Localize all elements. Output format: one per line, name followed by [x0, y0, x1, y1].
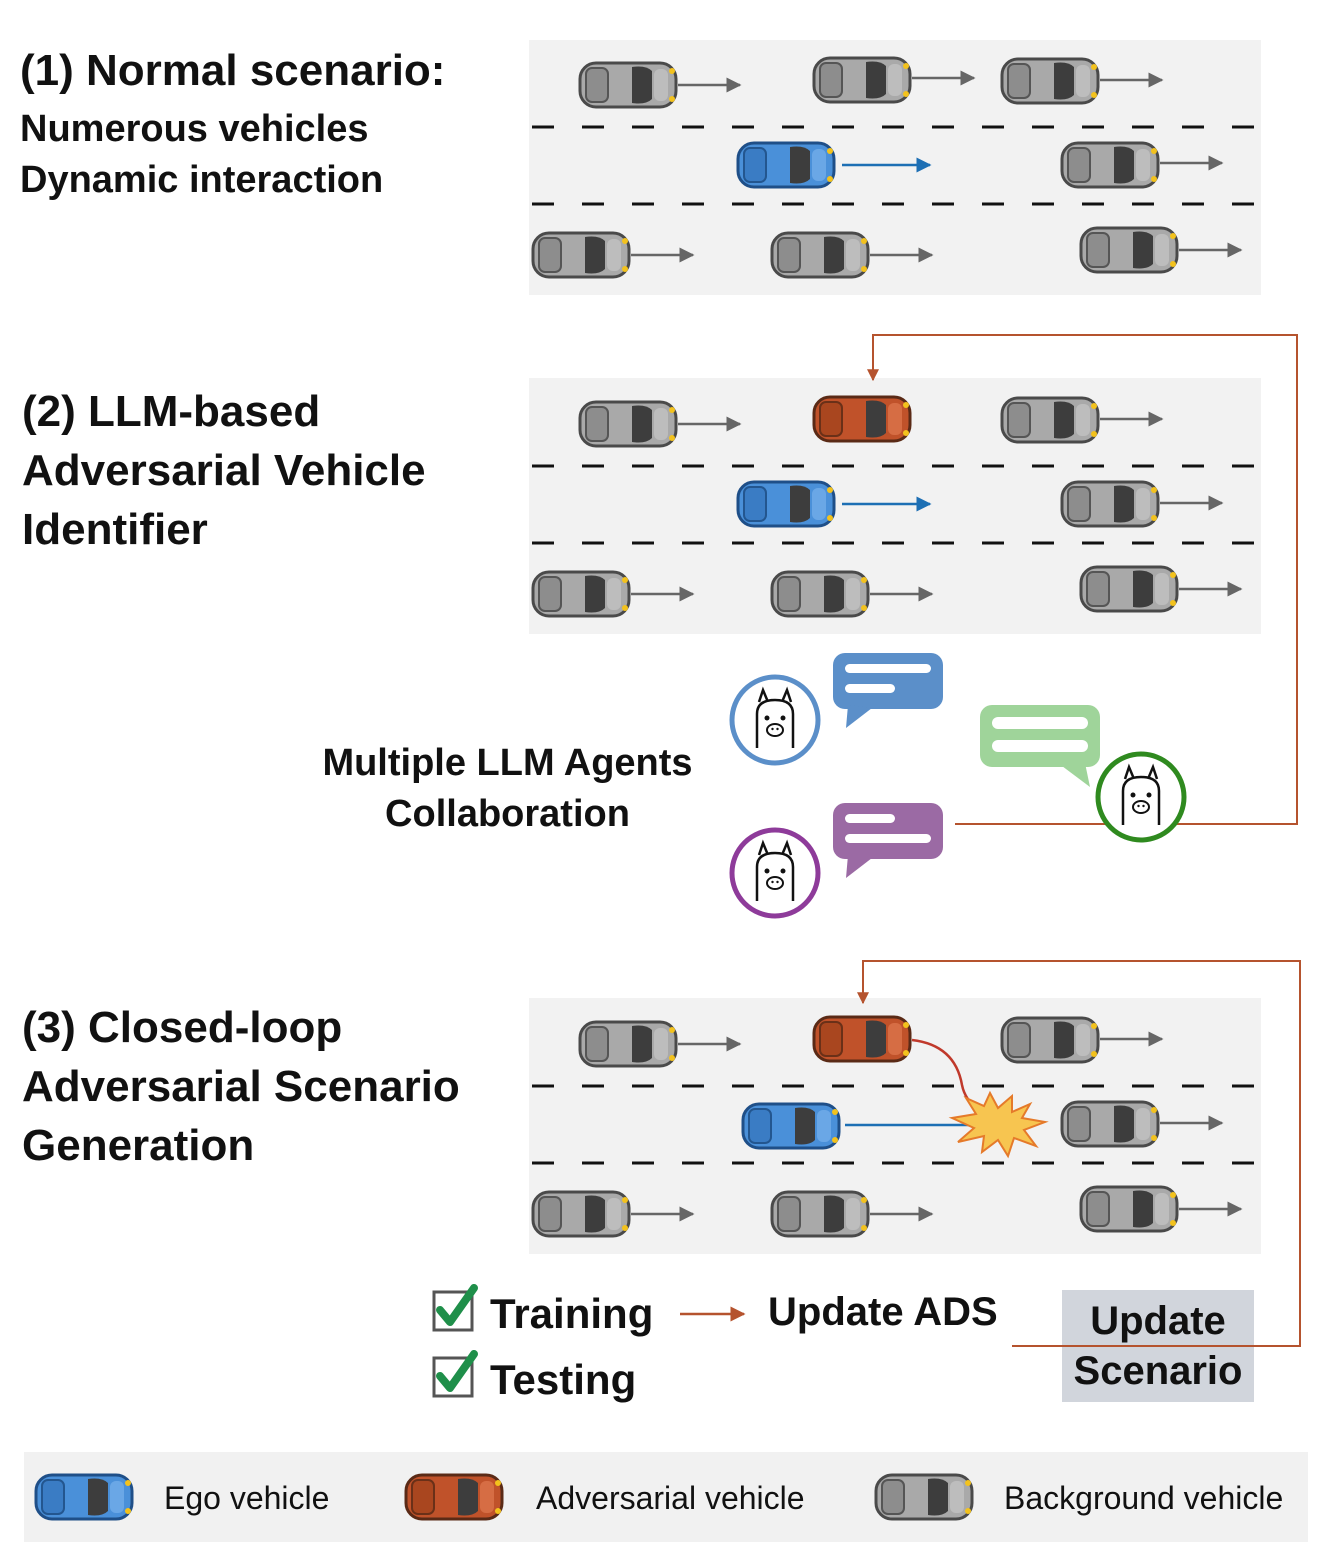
testing-check-icon [434, 1354, 474, 1396]
legend-adversarial-label: Adversarial vehicle [536, 1480, 805, 1516]
feedback-arrow-2 [867, 334, 1298, 825]
section1-title: (1) Normal scenario: [20, 46, 446, 95]
speech-bubble-green [980, 705, 1100, 787]
section2-line3: Identifier [22, 505, 208, 554]
testing-label: Testing [490, 1356, 637, 1403]
road-2 [529, 378, 1262, 634]
collision-burst-icon [948, 1090, 1049, 1159]
section2-title: (2) LLM-based Adversarial Vehicle Identi… [22, 382, 426, 559]
legend: Ego vehicle Adversarial vehicle Backgrou… [24, 1452, 1308, 1542]
legend-background-label: Background vehicle [1004, 1480, 1284, 1516]
speech-bubble-blue [833, 653, 943, 728]
update-scenario-line1: Update [1090, 1299, 1226, 1343]
section2-line2: Adversarial Vehicle [22, 446, 426, 495]
legend-ego-label: Ego vehicle [164, 1480, 330, 1516]
section1-line2: Dynamic interaction [20, 159, 384, 201]
speech-bubble-purple [833, 803, 943, 878]
agents-label: Multiple LLM Agents Collaboration [300, 738, 715, 840]
section3-title: (3) Closed-loop Adversarial Scenario Gen… [22, 998, 460, 1175]
agents-line1: Multiple LLM Agents [322, 742, 693, 784]
section3-line2: Adversarial Scenario [22, 1062, 460, 1111]
agents-line2: Collaboration [385, 793, 630, 835]
training-check-icon [434, 1288, 474, 1330]
section3-line3: Generation [22, 1121, 255, 1170]
update-ads-label: Update ADS [768, 1290, 998, 1334]
legend-adversarial-icon [404, 1473, 504, 1521]
update-scenario-line2: Scenario [1073, 1349, 1243, 1393]
road-3 [529, 998, 1262, 1254]
road-1 [529, 40, 1262, 295]
agent-purple [729, 827, 821, 919]
section1-line1: Numerous vehicles [20, 108, 369, 150]
section2-line1: (2) LLM-based [22, 387, 321, 436]
feedback-arrow-3 [857, 960, 1301, 1347]
agent-green [1095, 751, 1187, 843]
legend-ego-icon [34, 1473, 134, 1521]
section3-line1: (3) Closed-loop [22, 1003, 343, 1052]
agent-blue [729, 674, 821, 766]
section1-subtitle: Numerous vehicles Dynamic interaction [20, 104, 383, 206]
legend-background-icon [874, 1473, 974, 1521]
training-label: Training [490, 1290, 654, 1337]
